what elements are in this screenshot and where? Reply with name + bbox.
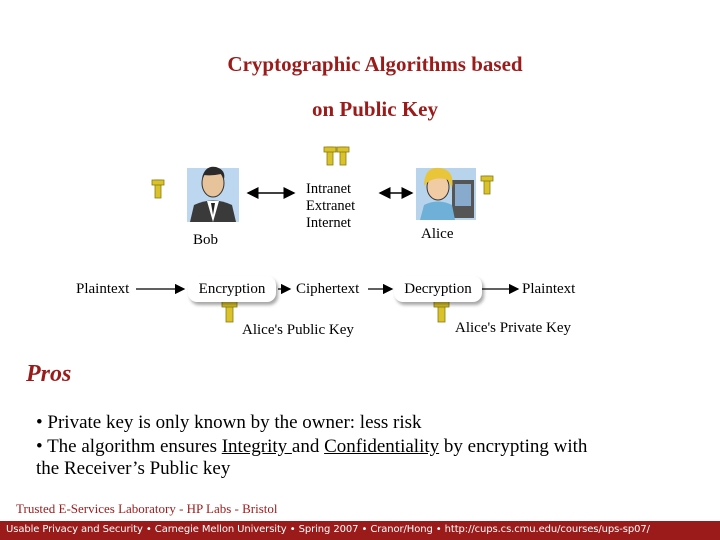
key-icon — [480, 175, 494, 195]
bob-avatar — [187, 166, 239, 222]
plaintext-left-label: Plaintext — [76, 281, 130, 297]
bob-label: Bob — [193, 232, 219, 248]
network-box — [298, 170, 378, 240]
public-key-icon — [221, 299, 238, 323]
ciphertext-label: Ciphertext — [296, 281, 360, 297]
integrity-term: Integrity — [221, 436, 292, 457]
network-internet: Internet — [306, 215, 352, 231]
pros-bullet-2-line2: the Receiver’s Public key — [36, 458, 231, 479]
lab-credit: Trusted E-Services Laboratory - HP Labs … — [16, 501, 278, 516]
slide-title-line1: Cryptographic Algorithms based — [227, 52, 523, 76]
key-icon — [151, 179, 165, 199]
diagram-graphics — [136, 146, 520, 323]
slide-title-line2: on Public Key — [311, 97, 438, 121]
alice-avatar — [416, 167, 476, 220]
pros-bullet-1: • Private key is only known by the owner… — [36, 412, 422, 433]
alice-label: Alice — [421, 226, 454, 242]
network-labels: Intranet Extranet Internet — [306, 181, 355, 232]
private-key-icon — [433, 299, 450, 323]
network-intranet: Intranet — [306, 181, 352, 197]
pros-bullet-2: • The algorithm ensures Integrity and Co… — [36, 436, 588, 457]
footer-bar: Usable Privacy and Security • Carnegie M… — [0, 521, 720, 540]
confidentiality-term: Confidentiality — [324, 436, 440, 457]
pros-heading: Pros — [26, 361, 72, 387]
encryption-box: Encryption — [188, 276, 276, 302]
pros-bullet-1-text: Private key is only known by the owner: … — [47, 412, 422, 433]
public-key-label: Alice's Public Key — [242, 322, 354, 338]
decryption-box: Decryption — [394, 276, 482, 302]
footer-text: Usable Privacy and Security • Carnegie M… — [6, 524, 650, 535]
plaintext-right-label: Plaintext — [522, 281, 576, 297]
pros-bullet-2-mid: and — [291, 436, 325, 457]
pros-bullet-2-text: The algorithm ensures — [47, 436, 222, 457]
private-key-label: Alice's Private Key — [455, 320, 572, 336]
network-extranet: Extranet — [306, 198, 356, 214]
pros-bullet-2-post: by encrypting with — [439, 436, 588, 457]
key-pair-icon — [323, 146, 350, 166]
